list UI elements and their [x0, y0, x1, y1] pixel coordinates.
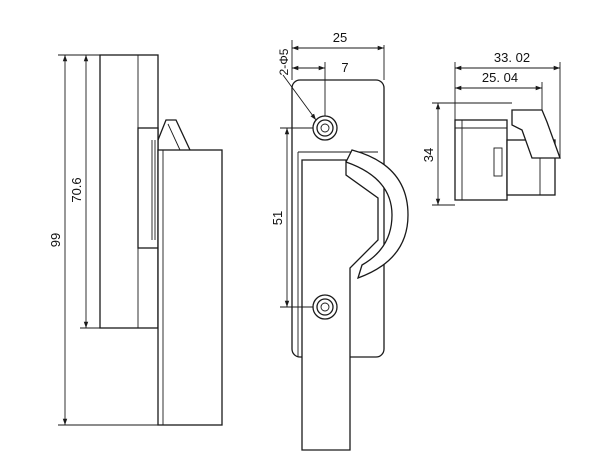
dim-label-25-04: 25. 04 [482, 70, 518, 85]
side-view: 99 70.6 [48, 54, 223, 426]
dim-label-33-02: 33. 02 [494, 50, 530, 65]
side-hook [157, 119, 191, 151]
front-grip-curve [345, 149, 409, 280]
dim-label-hole-spec: 2-Φ5 [277, 48, 291, 75]
top-hook [511, 109, 561, 159]
side-handle-body [157, 149, 223, 426]
front-view: 25 7 2-Φ5 51 [270, 30, 409, 451]
dim-label-51: 51 [270, 211, 285, 225]
dim-label-99: 99 [48, 233, 63, 247]
dim-label-70-6: 70.6 [69, 177, 84, 202]
front-lever [301, 159, 379, 451]
top-view: 33. 02 25. 04 34 [421, 50, 561, 206]
dim-label-25: 25 [333, 30, 347, 45]
dim-label-7: 7 [341, 60, 348, 75]
top-main-block [454, 119, 508, 201]
dim-leader-hole [282, 74, 317, 121]
dim-label-34: 34 [421, 148, 436, 162]
